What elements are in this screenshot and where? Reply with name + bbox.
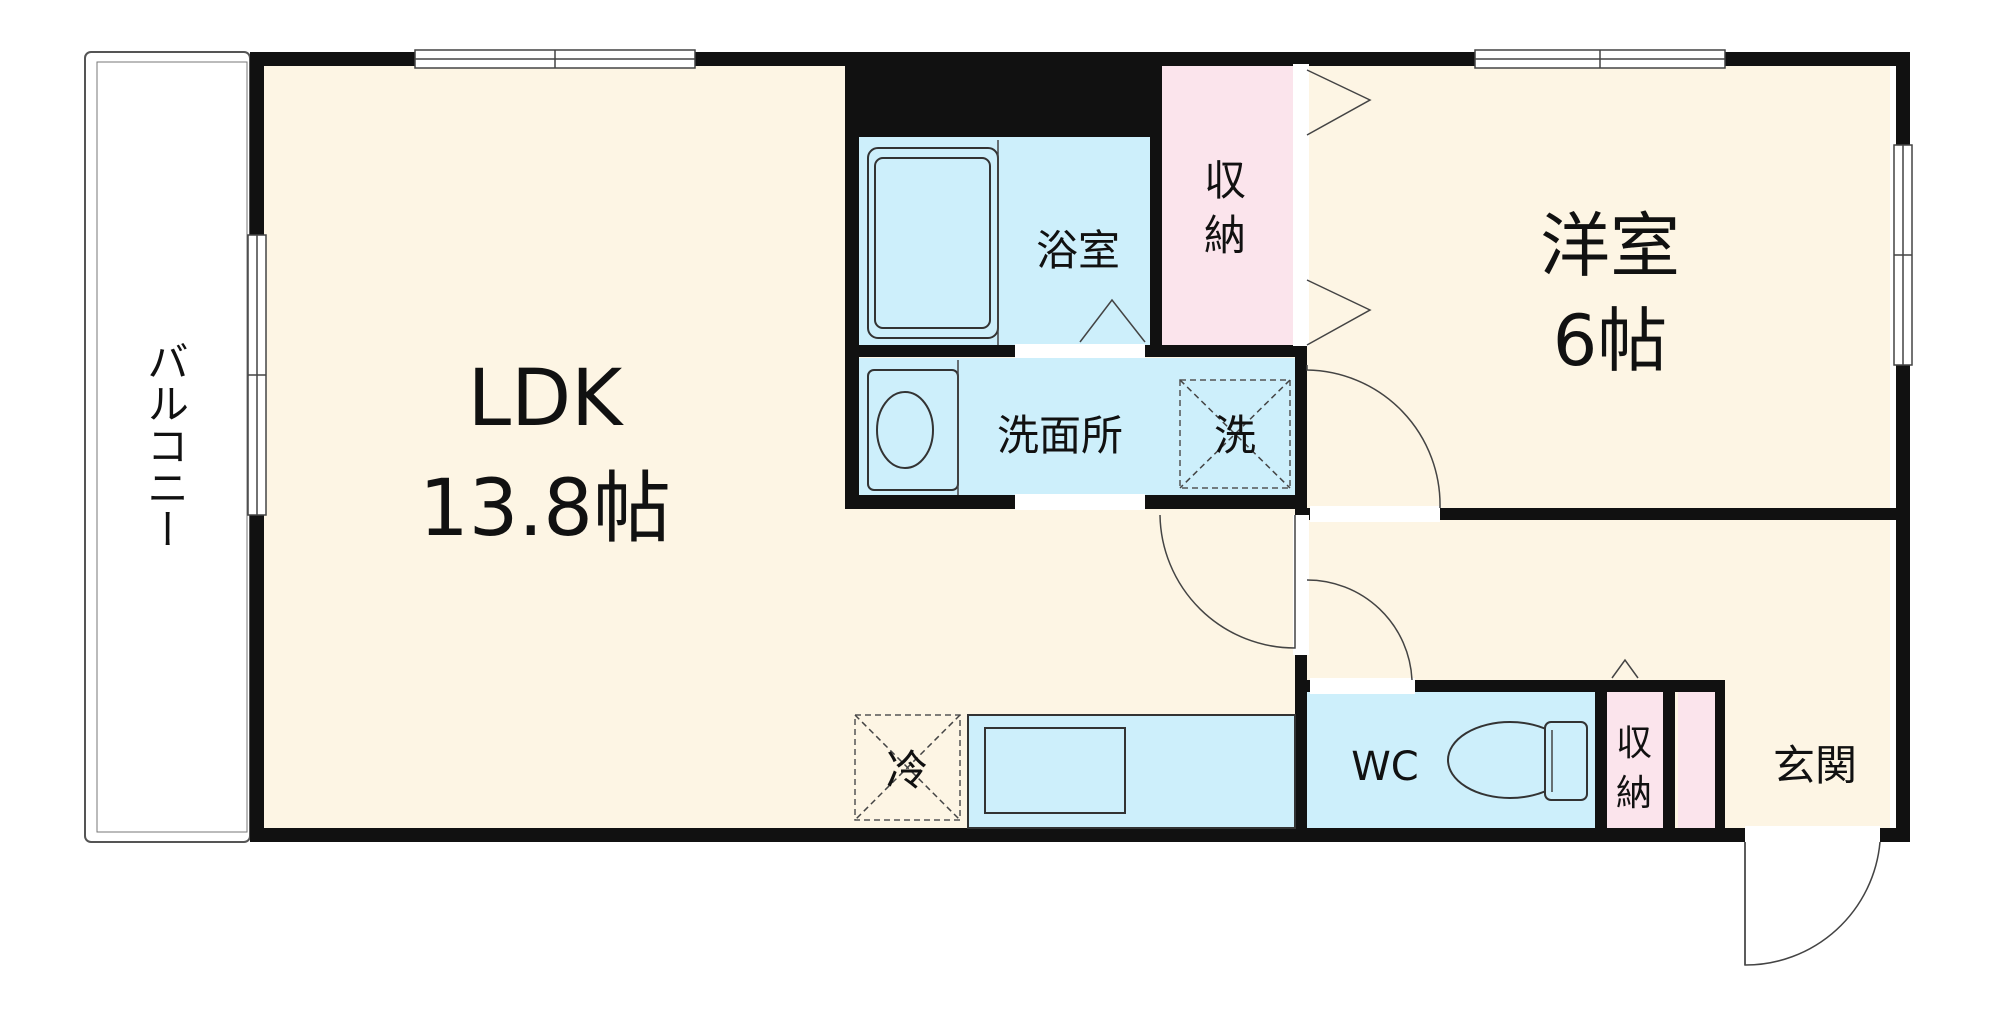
wall-storage-small-right: [1663, 680, 1675, 842]
storage-small-label-1: 収: [1616, 723, 1652, 764]
wall-storage-left: [1150, 52, 1162, 357]
entrance-floor: [1720, 685, 1890, 840]
washer-label: 洗: [1214, 411, 1256, 460]
door-swing-western: [1306, 365, 1441, 509]
storage-small-label-2: 納: [1616, 773, 1652, 814]
wall-western-bottom: [1295, 508, 1910, 520]
balcony-label: バルコニー: [141, 340, 190, 550]
entrance-storage-floor: [1678, 692, 1718, 832]
door-swing-entrance: [1744, 841, 1881, 966]
door-gap-entrance: [1745, 826, 1880, 844]
western-name-label: 洋室: [1540, 205, 1680, 287]
entrance-label: 玄関: [1773, 741, 1857, 790]
door-gap-bath: [1015, 344, 1145, 358]
door-gap-ldk-hall: [1293, 515, 1309, 655]
door-gap-storage-top: [1293, 64, 1309, 346]
western-size-label: 6帖: [1553, 300, 1668, 382]
bath-door-triangle: [1079, 298, 1146, 343]
ldk-name-label: LDK: [468, 354, 625, 444]
storage-small-floor: [1605, 692, 1663, 832]
fridge-label: 冷: [886, 746, 928, 795]
washer-space: [1179, 379, 1291, 489]
door-gap-wc: [1310, 678, 1415, 694]
kitchen-sink: [984, 727, 1126, 814]
wall-wc-right: [1595, 680, 1607, 842]
storage-top-floor: [1160, 64, 1295, 347]
washroom-label: 洗面所: [997, 411, 1123, 460]
door-swing-wc: [1306, 579, 1413, 681]
western-room-floor: [1300, 52, 1890, 515]
storage-folding-door: [1306, 69, 1372, 136]
bath-label: 浴室: [1036, 226, 1120, 275]
wall-bath-left: [845, 52, 859, 507]
balcony-inner-line: [96, 61, 248, 833]
storage-top-label-1: 収: [1204, 156, 1246, 205]
storage-top-label-2: 納: [1204, 211, 1246, 260]
wc-label: WC: [1351, 744, 1418, 790]
pipe-shaft: [845, 52, 1160, 137]
door-gap-wash: [1015, 494, 1145, 510]
ldk-size-label: 13.8帖: [419, 464, 671, 554]
door-swing-ldk-hall: [1159, 514, 1296, 649]
wall-storage-bottom: [1150, 345, 1300, 357]
fridge-space: [854, 714, 961, 821]
outer-wall-bottom: [250, 828, 1910, 842]
toilet-tank: [1544, 721, 1588, 801]
entrance-step-triangle: [1611, 658, 1639, 679]
door-gap-western: [1310, 506, 1440, 522]
wall-entrance-divider: [1715, 680, 1725, 842]
